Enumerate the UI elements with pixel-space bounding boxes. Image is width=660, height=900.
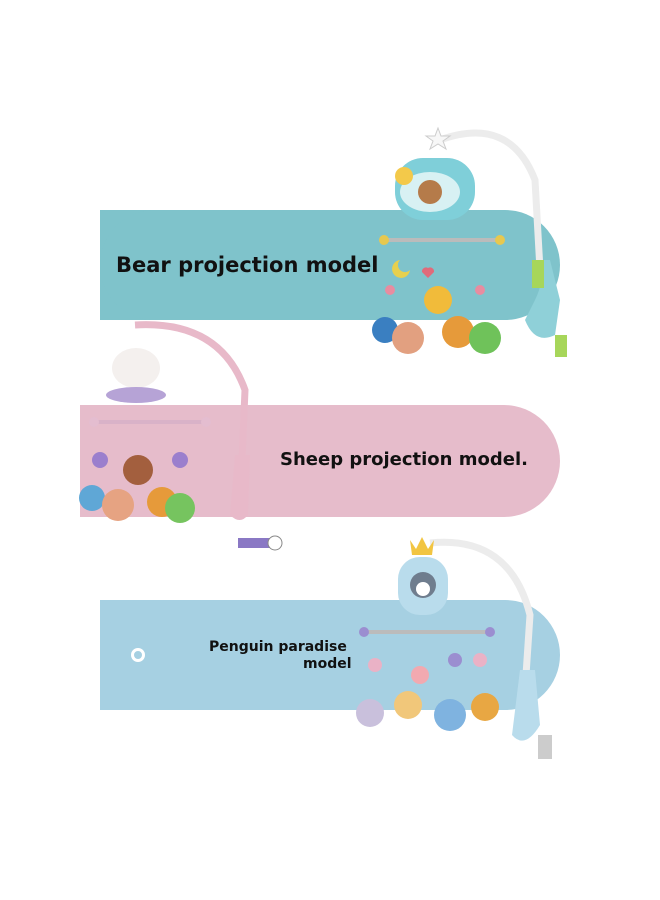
grape-icon <box>92 452 108 468</box>
owl-icon <box>372 317 398 343</box>
owl-icon <box>356 699 384 727</box>
mobile-arm <box>438 129 544 271</box>
dinosaur-icon <box>469 322 501 354</box>
bear-mobile-image <box>372 126 567 357</box>
bear-banner <box>100 210 560 320</box>
sheep-icon <box>112 348 160 388</box>
circle-icon <box>131 648 145 662</box>
penguin-mobile-image <box>356 537 552 759</box>
moon-icon <box>392 260 410 278</box>
penguin-model-label-line1: Penguin paradise <box>209 639 347 655</box>
sheep-model-label: Sheep projection model. <box>280 449 528 470</box>
frog-icon <box>165 493 195 523</box>
lion-icon <box>442 316 474 348</box>
bear-model-label: Bear projection model <box>116 253 379 277</box>
crown-icon <box>410 537 434 555</box>
mobile-arm <box>429 538 534 676</box>
flower-icon <box>368 658 382 672</box>
star-icon <box>424 126 452 151</box>
owl-icon <box>79 485 105 511</box>
penguin-model-label-line2: model <box>303 656 352 672</box>
heart-icon <box>421 267 435 278</box>
bear-icon <box>418 180 442 204</box>
duck-icon <box>394 691 422 719</box>
elephant-icon <box>434 699 466 731</box>
sheep-mobile-image <box>79 321 283 551</box>
monkey-icon <box>123 455 153 485</box>
mobile-arm <box>134 321 249 461</box>
lion-icon <box>471 693 499 721</box>
